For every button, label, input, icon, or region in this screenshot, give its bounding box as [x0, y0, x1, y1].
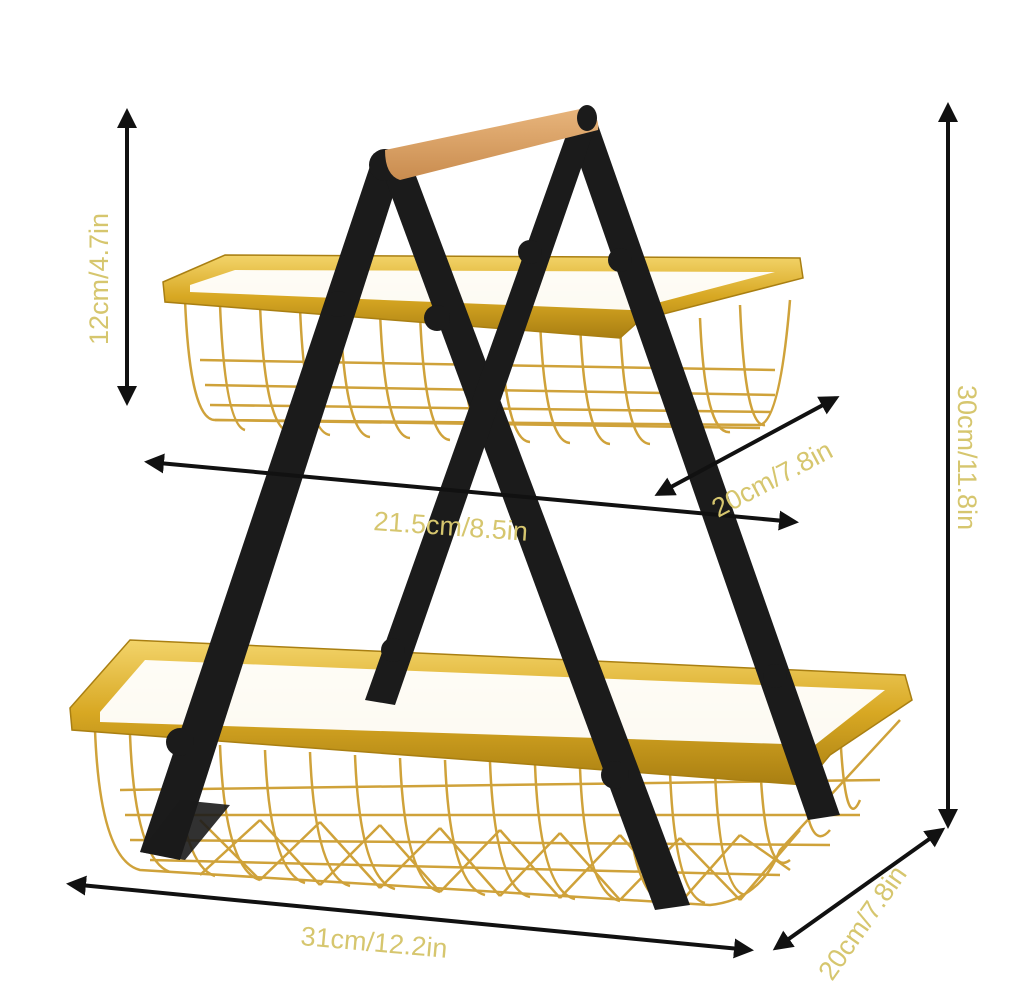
arrow-top-width: [144, 453, 799, 531]
label-total-height: 30cm/11.8in: [952, 385, 982, 530]
arrow-bottom-width: [66, 875, 754, 959]
label-top-tier-height: 12cm/4.7in: [84, 213, 114, 345]
arrow-bottom-depth: [772, 827, 946, 951]
dimension-arrows: [66, 102, 958, 959]
frame-leg-left-back: [382, 160, 690, 910]
arrow-top-depth: [654, 396, 840, 496]
label-bottom-depth: 20cm/7.8in: [812, 860, 912, 985]
bottom-basket: [69, 639, 913, 907]
label-top-width: 21.5cm/8.5in: [373, 506, 529, 547]
wooden-handle: [385, 105, 599, 180]
label-bottom-width: 31cm/12.2in: [299, 921, 448, 964]
label-top-depth: 20cm/7.8in: [707, 435, 838, 523]
frame-leg-right-front: [365, 128, 595, 705]
